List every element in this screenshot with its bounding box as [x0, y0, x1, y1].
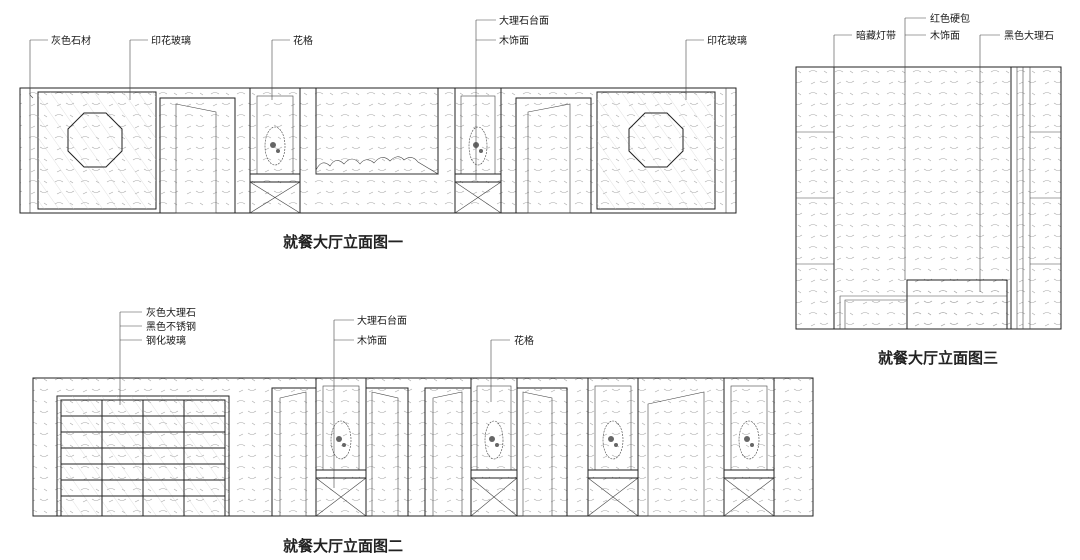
label-grey-stone: 灰色石材 — [51, 34, 91, 47]
label-wood-veneer: 木饰面 — [499, 34, 529, 47]
elevation-2-outline — [32, 377, 814, 517]
lattice-panel-2 — [454, 87, 502, 214]
elevation-3-caption: 就餐大厅立面图三 — [878, 349, 998, 367]
lattice-panel-1 — [249, 87, 301, 214]
label-red-soft-pack: 红色硬包 — [930, 12, 970, 25]
label-wood-veneer-3: 木饰面 — [930, 29, 960, 42]
label-marble-counter: 大理石台面 — [499, 14, 549, 27]
label-tempered-glass: 钢化玻璃 — [146, 334, 186, 347]
door-opening-left — [159, 97, 236, 214]
black-marble-block — [906, 279, 1008, 330]
label-printed-glass-left: 印花玻璃 — [151, 34, 191, 47]
label-grey-marble: 灰色大理石 — [146, 306, 196, 319]
label-hidden-light-strip: 暗藏灯带 — [856, 29, 896, 42]
label-lattice: 花格 — [293, 34, 313, 47]
lattice-panel-d — [723, 377, 775, 517]
elevation-3: 暗藏灯带 红色硬包 木饰面 黑色大理石 就餐大厅立面图三 — [795, 12, 1062, 367]
elevation-2-caption: 就餐大厅立面图二 — [283, 537, 403, 555]
elevation-1-caption: 就餐大厅立面图一 — [283, 233, 403, 251]
door-opening-right — [515, 97, 592, 214]
lattice-panel-b — [470, 377, 518, 517]
elevation-1: 灰色石材 印花玻璃 花格 大理石台面 木饰面 印花玻璃 就餐大厅立面图一 — [19, 14, 747, 251]
printed-glass-panel-left — [37, 91, 157, 210]
elevation-2: 灰色大理石 黑色不锈钢 钢化玻璃 大理石台面 木饰面 花格 就餐大厅立面图二 — [32, 306, 814, 555]
label-printed-glass-right: 印花玻璃 — [707, 34, 747, 47]
label-lattice-2: 花格 — [514, 334, 534, 347]
printed-glass-panel-right — [596, 91, 716, 210]
central-niche — [315, 87, 440, 175]
label-wood-veneer-2: 木饰面 — [357, 334, 387, 347]
label-black-steel: 黑色不锈钢 — [146, 320, 196, 333]
label-black-marble: 黑色大理石 — [1004, 29, 1054, 42]
glass-grid-window — [56, 395, 230, 517]
label-marble-counter-2: 大理石台面 — [357, 314, 407, 327]
